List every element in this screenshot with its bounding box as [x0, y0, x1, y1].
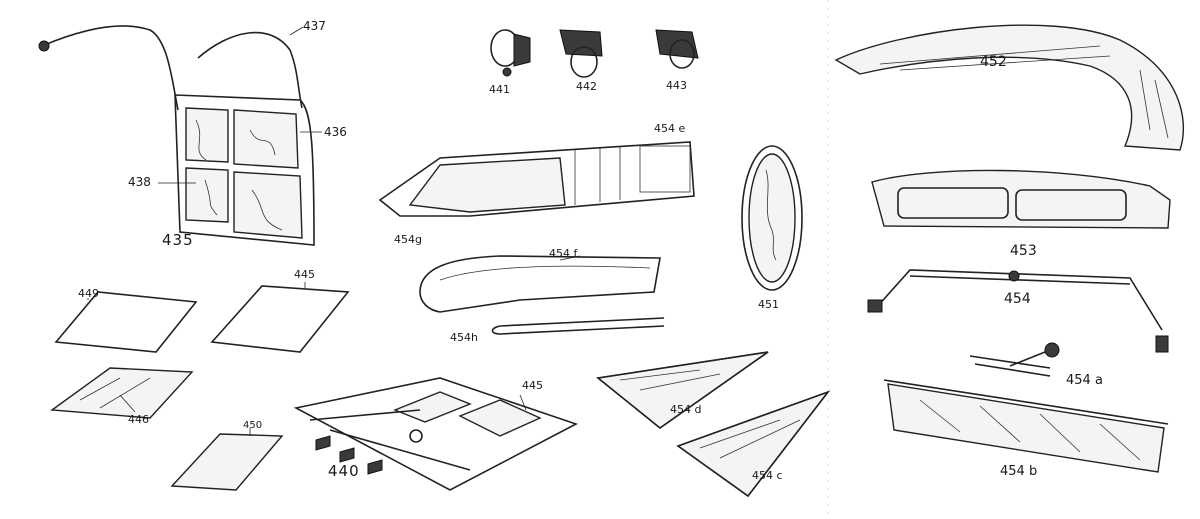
- label-454a: 454 a: [1066, 373, 1103, 388]
- part-454d-454f-panel: [419, 255, 665, 335]
- label-450: 446: [128, 413, 149, 426]
- part-451-oval-window: [741, 145, 803, 291]
- label-454g: 454 c: [752, 469, 783, 482]
- part-442-clamp: [559, 29, 603, 78]
- part-445-frame: [210, 282, 350, 353]
- part-449-frame: [54, 291, 198, 353]
- label-454f: 454h: [450, 331, 478, 344]
- part-435-door-frame: [158, 94, 322, 246]
- label-440: 440: [328, 462, 360, 480]
- label-454e: 454g: [394, 233, 422, 246]
- label-443: 443: [666, 79, 687, 92]
- part-454g-triangle-panel: [676, 390, 831, 498]
- part-454a-bracket: [969, 342, 1060, 377]
- label-452: 452: [980, 54, 1007, 70]
- label-446: 450: [243, 420, 263, 431]
- label-442: 442: [576, 80, 597, 93]
- label-449: 449: [78, 287, 99, 300]
- label-436: 436: [324, 125, 347, 139]
- part-440-floor-frame: [293, 377, 579, 491]
- label-437: 437: [303, 19, 326, 33]
- part-452-curved-panel: [834, 24, 1185, 151]
- part-446-glass: [170, 428, 284, 491]
- label-445-frame: 445: [294, 268, 315, 281]
- label-435: 435: [162, 231, 194, 249]
- part-454b-roller-blind: [883, 379, 1169, 473]
- label-453: 453: [1010, 243, 1037, 259]
- label-441: 441: [489, 83, 510, 96]
- part-454-frame-bar: [867, 269, 1169, 353]
- label-454h: 454 d: [670, 403, 702, 416]
- label-454c: 454 e: [654, 122, 686, 135]
- part-450-glass: [50, 367, 194, 419]
- part-453-rear-panel: [871, 169, 1171, 229]
- label-438: 438: [128, 175, 151, 189]
- part-454c-454e-panel: [378, 141, 695, 217]
- part-441-clamp: [490, 29, 531, 77]
- label-454: 454: [1004, 291, 1031, 307]
- part-454h-triangle-panel: [596, 351, 769, 430]
- label-454d: 454 f: [549, 247, 578, 260]
- label-445-floor: 445: [522, 379, 543, 392]
- part-437-rods: [38, 25, 304, 111]
- part-443-clamp: [655, 29, 699, 69]
- label-454b: 454 b: [1000, 464, 1038, 479]
- label-451: 451: [758, 298, 779, 311]
